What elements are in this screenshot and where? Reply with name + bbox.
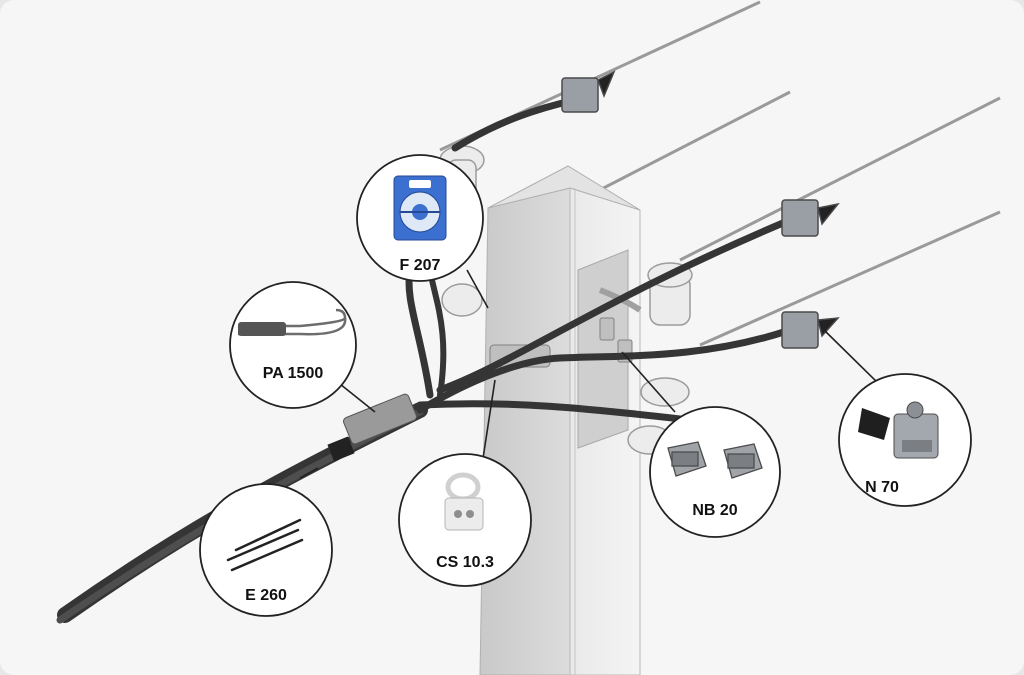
steel-strap-reel-icon — [393, 175, 447, 241]
cable-support-clip-icon — [444, 472, 484, 531]
callout-pa1500: PA 1500 — [229, 281, 357, 409]
anchoring-clamp-on-cable — [327, 393, 417, 462]
callout-label-pa1500: PA 1500 — [263, 365, 324, 382]
utility-pole — [479, 165, 641, 675]
callout-e260: E 260 — [199, 483, 333, 617]
callout-label-f207: F 207 — [400, 257, 441, 274]
anchoring-clamp-icon — [238, 308, 347, 336]
callout-label-nb20: NB 20 — [692, 502, 737, 519]
piercing-connectors — [561, 70, 840, 349]
callout-cs103: CS 10.3 — [398, 453, 532, 587]
piercing-connector-icon — [858, 401, 939, 459]
callout-label-n70: N 70 — [865, 479, 899, 496]
callout-f207: F 207 — [356, 154, 484, 282]
cable-ties-icon — [226, 518, 304, 572]
callout-n70: N 70 — [838, 373, 972, 507]
callout-label-e260: E 260 — [245, 587, 287, 604]
callout-nb20: NB 20 — [649, 406, 781, 538]
callout-label-cs103: CS 10.3 — [436, 554, 494, 571]
strap-buckles-icon — [667, 441, 763, 479]
